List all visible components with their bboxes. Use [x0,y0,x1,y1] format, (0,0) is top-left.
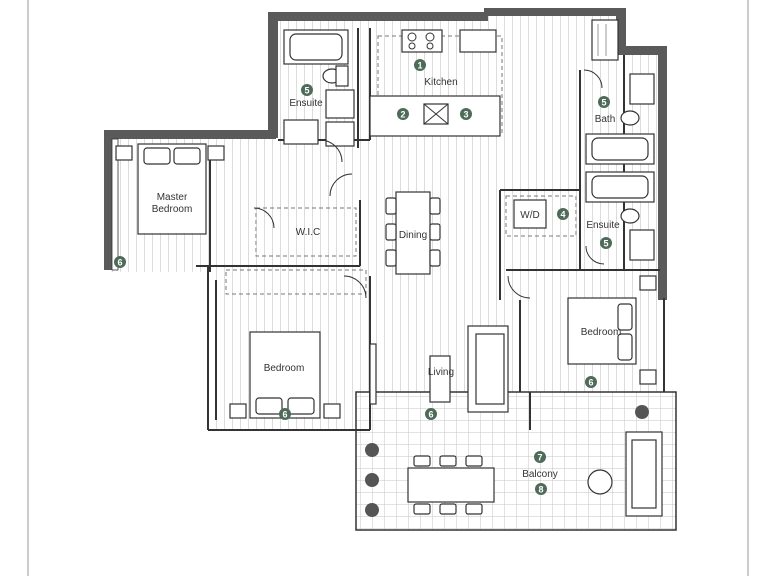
toilet-ensuite-right [620,208,640,224]
svg-text:1: 1 [417,61,422,71]
nightstand-left-1 [229,403,247,419]
svg-text:3: 3 [463,110,468,120]
plant-icon [365,405,649,517]
vanity-ensuite-right [629,229,655,261]
marker-3: 3 [460,108,472,120]
living: Living [369,325,509,413]
marker-2: 2 [397,108,409,120]
marker-6-bedroom-right: 6 [585,376,597,388]
vanity-bath [629,73,655,105]
shower-left [283,119,319,145]
floor-area [110,10,677,531]
marker-6-master: 6 [114,256,126,268]
master-bedroom: Master Bedroom W.I.C [115,143,320,238]
svg-text:6: 6 [428,410,433,420]
vanity-left [325,89,355,119]
svg-text:4: 4 [560,210,565,220]
wd-label: W/D [520,210,539,221]
marker-6-bedroom-left: 6 [279,408,291,420]
cooktop [401,29,443,53]
svg-text:7: 7 [537,453,542,463]
coffee-table [429,355,451,403]
nightstand-master-2 [207,145,225,161]
bath-label: Bath [595,114,616,125]
nightstand-right-1 [639,275,657,291]
marker-5-ensuite-right: 5 [600,237,612,249]
bedroom-right: Bedroom [567,275,657,385]
laundry: W/D [513,199,547,229]
washer-dryer [513,199,547,229]
balcony-table [407,467,495,503]
kitchen: Kitchen [369,29,501,137]
svg-text:8: 8 [538,485,543,495]
shower-bath [591,19,619,61]
svg-text:6: 6 [117,258,122,268]
nightstand-left-2 [323,403,341,419]
living-label: Living [428,367,454,378]
ensuite-right-label: Ensuite [586,220,620,231]
svg-text:2: 2 [400,110,405,120]
toilet-bath [620,110,640,126]
balcony-deck [355,391,677,531]
wic-label: W.I.C [296,227,320,238]
master-bedroom-label-1: Master [157,192,188,203]
dining: Dining [385,191,441,275]
ensuite-left: Ensuite [283,29,355,147]
ensuite-right: Ensuite [585,171,655,261]
ensuite-left-label: Ensuite [289,98,323,109]
fridge [459,29,497,53]
balcony-side-table [587,469,613,495]
marker-6-living: 6 [425,408,437,420]
bedroom-right-label: Bedroom [581,327,622,338]
master-bedroom-label-2: Bedroom [152,204,193,215]
marker-8: 8 [535,483,547,495]
balcony-label: Balcony [522,469,558,480]
nightstand-right-2 [639,369,657,385]
nightstand-master-1 [115,145,133,161]
svg-text:5: 5 [601,98,606,108]
marker-1: 1 [414,59,426,71]
kitchen-label: Kitchen [424,77,457,88]
marker-5-ensuite-left: 5 [301,84,313,96]
doors [253,69,605,299]
marker-5-bath: 5 [598,96,610,108]
tv-unit [369,343,377,405]
bedroom-left-label: Bedroom [264,363,305,374]
dining-label: Dining [399,230,427,241]
marker-7: 7 [534,451,546,463]
balcony: Balcony [365,405,663,517]
marker-4: 4 [557,208,569,220]
svg-text:5: 5 [603,239,608,249]
bath: Bath [585,19,655,165]
exterior-walls [104,8,667,300]
svg-text:6: 6 [282,410,287,420]
svg-text:5: 5 [304,86,309,96]
svg-text:6: 6 [588,378,593,388]
